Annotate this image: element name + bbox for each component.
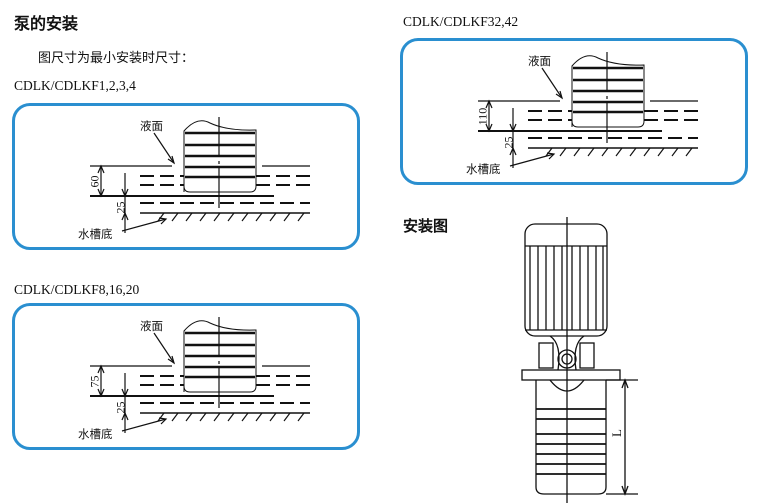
- dimension-bottom-label: 25: [113, 201, 128, 214]
- liquid-level-lines: [140, 175, 310, 204]
- liquid-surface-label: 液面: [528, 54, 551, 68]
- bottom-arrow: [509, 153, 555, 167]
- dimension-top-label: 60: [87, 175, 102, 188]
- model-label-1: CDLK/CDLKF1,2,3,4: [14, 78, 136, 93]
- liquid-arrow: [153, 132, 175, 164]
- dimension-bottom-label: 25: [113, 401, 128, 414]
- pump-barrel: [183, 320, 257, 393]
- dimension-bottom-label: 25: [501, 136, 516, 149]
- length-label: L: [608, 429, 624, 437]
- installation-diagram: [90, 117, 310, 233]
- installation-diagram: [478, 52, 698, 168]
- liquid-arrow: [153, 332, 175, 364]
- motor-fins: [529, 246, 604, 330]
- liquid-arrow: [541, 67, 563, 99]
- section-title: 泵的安装: [14, 14, 79, 33]
- tank-bottom-label: 水槽底: [466, 162, 501, 176]
- liquid-surface-label: 液面: [140, 119, 163, 133]
- pump-stages: [185, 331, 255, 379]
- pump-stages: [536, 408, 606, 475]
- motor-body: [524, 223, 608, 337]
- install-panel-1: 液面 水槽底 60 25: [12, 103, 360, 250]
- bracket-right: [579, 342, 595, 369]
- installation-diagram: [90, 317, 310, 433]
- pump-installation-drawing: [521, 217, 638, 503]
- mounting-flange: [521, 369, 621, 381]
- note-text: 图尺寸为最小安装时尺寸：: [38, 51, 195, 66]
- pump-stages: [573, 66, 643, 114]
- ground-hatch: [157, 212, 305, 222]
- model-label-3: CDLK/CDLKF32,42: [403, 14, 519, 29]
- bottom-arrow: [121, 218, 167, 232]
- install-title: 安装图: [403, 217, 449, 235]
- dimension-top-label: 110: [475, 107, 490, 126]
- bottom-arrow: [121, 418, 167, 432]
- pump-stages: [185, 131, 255, 179]
- pump-barrel: [535, 380, 607, 495]
- pump-barrel: [183, 120, 257, 193]
- ground-hatch: [157, 412, 305, 422]
- liquid-level-lines: [140, 375, 310, 404]
- liquid-level-lines: [528, 110, 698, 139]
- install-panel-3: 液面 水槽底 110 25: [400, 38, 748, 185]
- liquid-surface-label: 液面: [140, 319, 163, 333]
- tank-bottom-label: 水槽底: [78, 227, 113, 241]
- pump-barrel: [571, 55, 645, 128]
- bracket-left: [538, 342, 554, 369]
- dimension-top-label: 75: [87, 375, 102, 388]
- ground-hatch: [545, 147, 693, 157]
- install-panel-2: 液面 水槽底 75 25: [12, 303, 360, 450]
- model-label-2: CDLK/CDLKF8,16,20: [14, 282, 140, 297]
- tank-bottom-label: 水槽底: [78, 427, 113, 441]
